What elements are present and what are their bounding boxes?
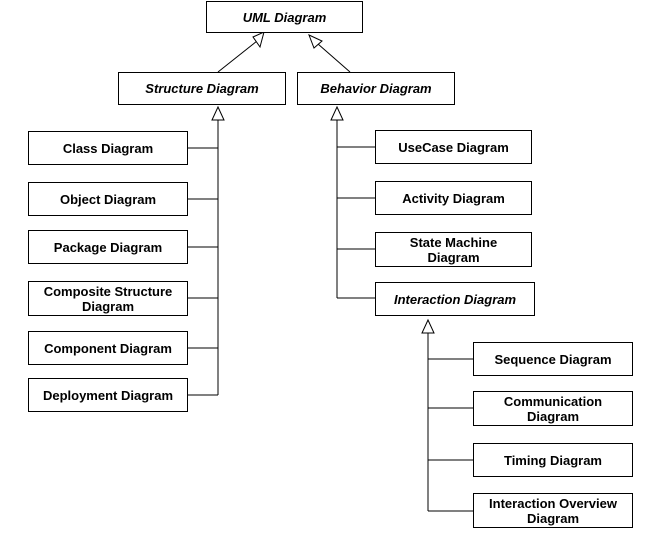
sequence-diagram-box[interactable]: Sequence Diagram (473, 342, 633, 376)
timing-diagram-label: Timing Diagram (503, 452, 602, 468)
composite-structure-diagram-box[interactable]: Composite Structure Diagram (28, 281, 188, 316)
activity-diagram-label: Activity Diagram (402, 190, 505, 206)
deployment-diagram-box[interactable]: Deployment Diagram (28, 378, 188, 412)
structure-diagram-box[interactable]: Structure Diagram (118, 72, 286, 105)
uml-diagram-label: UML Diagram (242, 9, 327, 25)
structure-diagram-label: Structure Diagram (145, 81, 259, 96)
generalization-triangle-uml-left (252, 31, 265, 49)
timing-diagram-box[interactable]: Timing Diagram (473, 443, 633, 477)
generalization-triangle-interaction (421, 318, 435, 334)
usecase-diagram-label: UseCase Diagram (398, 139, 509, 155)
generalization-triangle-structure (211, 105, 225, 121)
activity-diagram-box[interactable]: Activity Diagram (375, 181, 532, 215)
generalization-triangle-uml-right (308, 34, 323, 49)
interaction-diagram-label: Interaction Diagram (393, 291, 517, 307)
interaction-overview-diagram-box[interactable]: Interaction Overview Diagram (473, 493, 633, 528)
state-machine-diagram-label: State Machine Diagram (409, 234, 498, 265)
communication-diagram-label: Communication Diagram (503, 393, 603, 424)
interaction-diagram-box[interactable]: Interaction Diagram (375, 282, 535, 316)
uml-diagram-box[interactable]: UML Diagram (206, 1, 363, 33)
deployment-diagram-label: Deployment Diagram (42, 387, 174, 403)
class-diagram-box[interactable]: Class Diagram (28, 131, 188, 165)
package-diagram-label: Package Diagram (53, 239, 163, 255)
edge-behavior-to-uml (317, 43, 351, 73)
class-diagram-label: Class Diagram (62, 140, 154, 156)
communication-diagram-box[interactable]: Communication Diagram (473, 391, 633, 426)
component-diagram-box[interactable]: Component Diagram (28, 331, 188, 365)
component-diagram-label: Component Diagram (44, 340, 172, 356)
behavior-diagram-box[interactable]: Behavior Diagram (297, 72, 455, 105)
object-diagram-box[interactable]: Object Diagram (28, 182, 188, 216)
object-diagram-label: Object Diagram (59, 191, 157, 207)
usecase-diagram-box[interactable]: UseCase Diagram (375, 130, 532, 164)
state-machine-diagram-box[interactable]: State Machine Diagram (375, 232, 532, 267)
composite-structure-diagram-label: Composite Structure Diagram (43, 283, 173, 314)
interaction-overview-diagram-label: Interaction Overview Diagram (489, 495, 617, 526)
edge-structure-to-uml (217, 40, 258, 73)
package-diagram-box[interactable]: Package Diagram (28, 230, 188, 264)
sequence-diagram-label: Sequence Diagram (494, 351, 612, 367)
generalization-triangle-behavior (330, 105, 344, 121)
behavior-diagram-label: Behavior Diagram (320, 81, 432, 96)
